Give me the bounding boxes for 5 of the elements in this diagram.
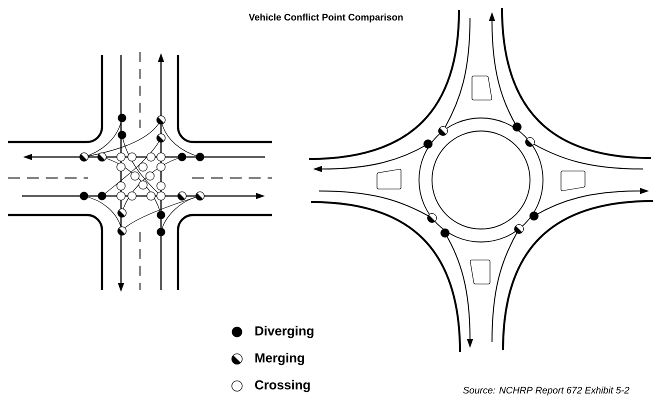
title: Vehicle Conflict Point Comparison xyxy=(248,14,403,22)
legend-label: Crossing xyxy=(255,380,310,392)
legend-label: Diverging xyxy=(255,326,314,338)
legend-label: Merging xyxy=(255,352,304,366)
source-note: Source: NCHRP Report 672 Exhibit 5-2 xyxy=(463,386,630,396)
